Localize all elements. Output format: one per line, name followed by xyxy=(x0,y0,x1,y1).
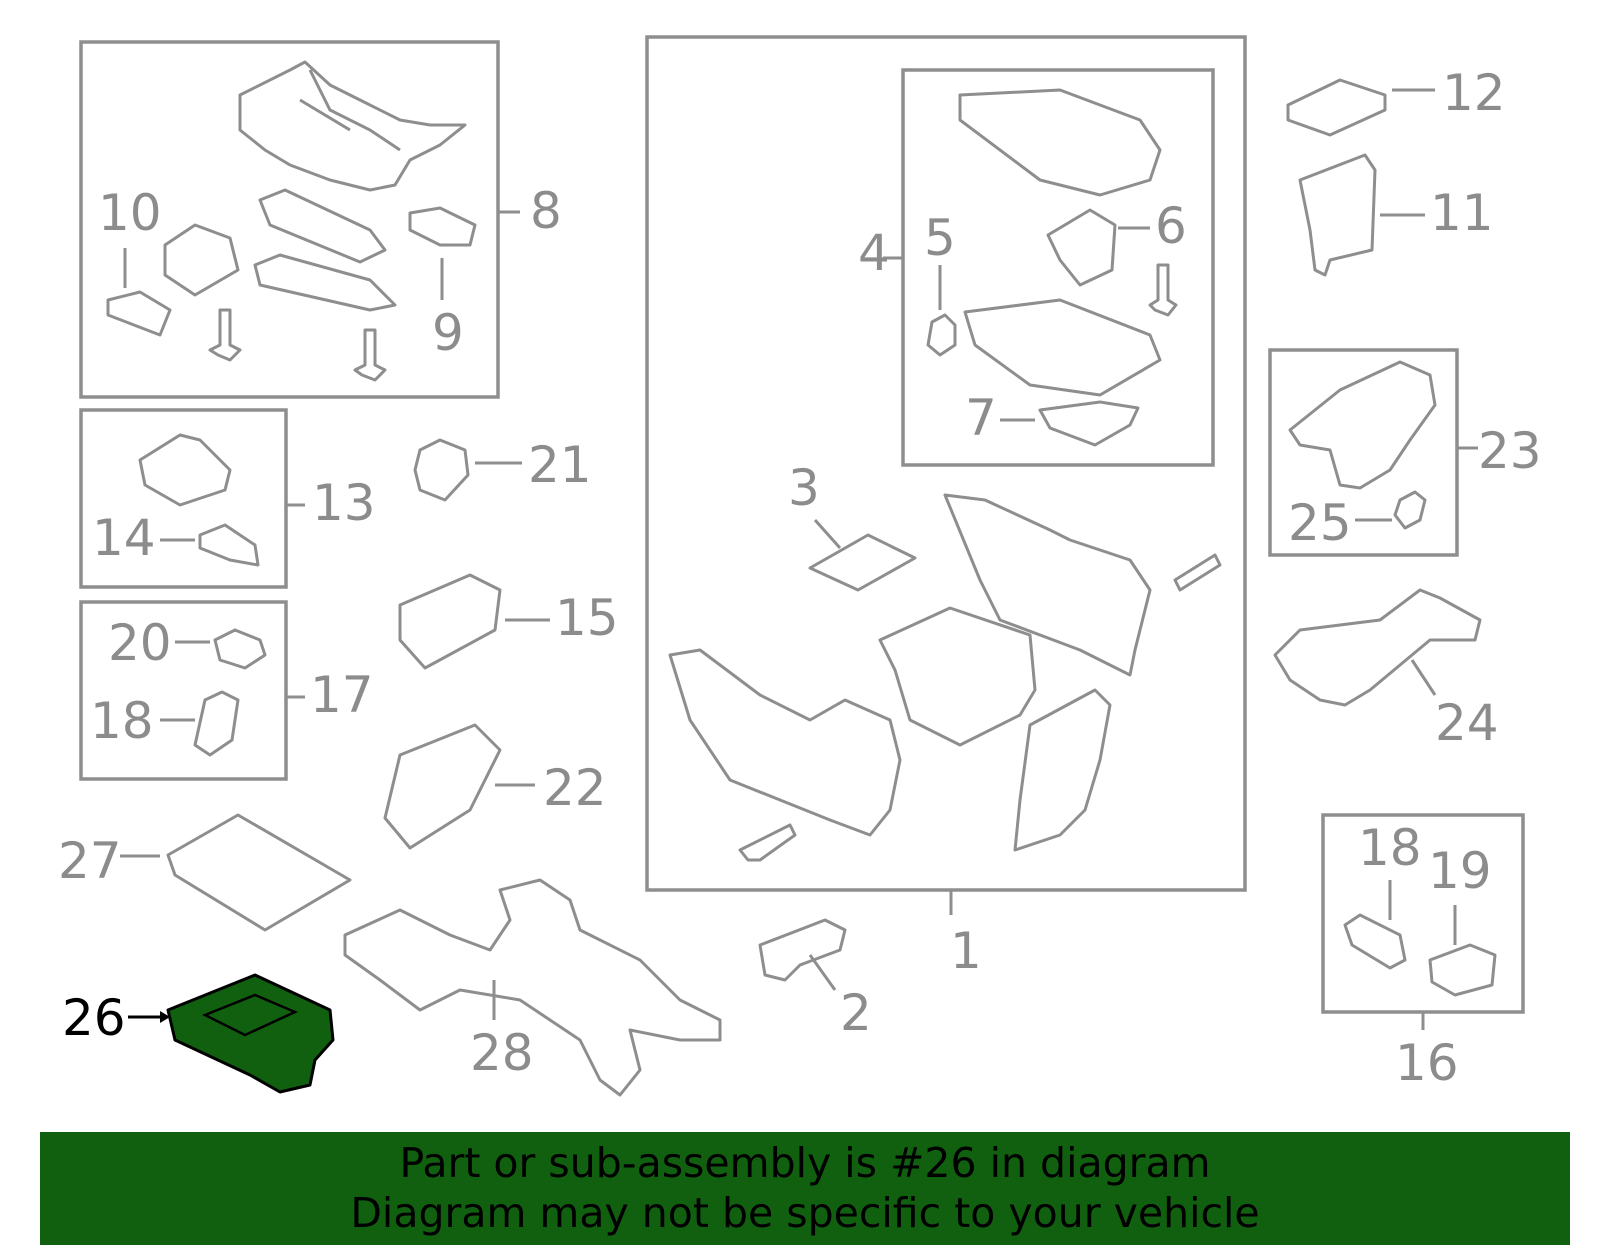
callout-9: 9 xyxy=(432,304,464,362)
group-box-13 xyxy=(79,408,288,589)
part-19-cover xyxy=(1428,943,1497,997)
callout-22: 22 xyxy=(543,759,607,817)
group-box-1 xyxy=(645,35,1247,892)
callout-13: 13 xyxy=(312,474,376,532)
group-box-17 xyxy=(79,600,288,781)
callout-6: 6 xyxy=(1155,197,1187,255)
screw-1b xyxy=(738,823,797,862)
callout-7: 7 xyxy=(965,389,997,447)
cupholder-bezel xyxy=(238,60,467,192)
screw-8a xyxy=(208,308,242,362)
callout-19: 19 xyxy=(1428,842,1492,900)
callout-2: 2 xyxy=(840,984,872,1042)
callout-18-left: 18 xyxy=(90,692,154,750)
console-assembly-group xyxy=(645,35,1247,915)
callout-4: 4 xyxy=(858,224,890,282)
part-10-clip xyxy=(106,290,172,337)
callout-20: 20 xyxy=(108,614,172,672)
callout-5: 5 xyxy=(924,209,956,267)
group-box-4 xyxy=(901,68,1215,467)
part-9-bracket xyxy=(408,206,477,247)
part-25-clip xyxy=(1393,490,1427,530)
console-rear-panel xyxy=(1013,688,1112,852)
screw-4 xyxy=(1148,263,1178,317)
power-outlet-group xyxy=(79,600,305,781)
part-14-clip xyxy=(198,523,260,567)
part-5-bumper xyxy=(926,313,957,357)
callout-24: 24 xyxy=(1435,694,1499,752)
callout-10: 10 xyxy=(98,184,162,242)
part-21-switch xyxy=(413,438,470,502)
callout-26: 26 xyxy=(62,989,126,1047)
console-side-panel-right xyxy=(943,493,1152,677)
callout-25: 25 xyxy=(1288,494,1352,552)
callout-27: 27 xyxy=(58,832,122,890)
callout-14: 14 xyxy=(92,509,156,567)
callout-15: 15 xyxy=(555,589,619,647)
callout-28: 28 xyxy=(470,1024,534,1082)
part-11-panel xyxy=(1298,153,1377,277)
callout-18-right: 18 xyxy=(1358,819,1422,877)
part-7-pad xyxy=(1038,400,1140,447)
shifter-knob xyxy=(138,433,232,507)
trim-panel-upper xyxy=(258,188,387,264)
trim-panel-lower xyxy=(253,253,397,312)
usb-port-group xyxy=(1321,813,1525,1030)
banner-line-1: Part or sub-assembly is #26 in diagram xyxy=(399,1139,1211,1187)
banner-line-2: Diagram may not be specific to your vehi… xyxy=(350,1189,1260,1237)
part-15-panel xyxy=(398,573,502,670)
screw-8b xyxy=(353,328,387,382)
part-27-mat xyxy=(166,813,352,932)
part-3-pad xyxy=(808,533,917,592)
callout-11: 11 xyxy=(1430,184,1494,242)
part-26-module-highlighted xyxy=(128,973,335,1094)
callout-8: 8 xyxy=(530,182,562,240)
part-6-latch xyxy=(1046,208,1117,287)
callout-12: 12 xyxy=(1442,64,1506,122)
shifter-group xyxy=(79,408,305,589)
parking-brake-group xyxy=(1268,348,1478,557)
info-banner: Part or sub-assembly is #26 in diagram D… xyxy=(40,1132,1570,1245)
lid-inner-panel xyxy=(963,298,1162,397)
part-18-usb xyxy=(1343,913,1407,970)
part-12-mat xyxy=(1286,78,1387,137)
part-28-bracket xyxy=(343,878,722,1097)
part-24-duct xyxy=(1273,588,1482,707)
part-10-insert xyxy=(163,223,240,297)
screw-1a xyxy=(1173,553,1222,592)
storage-bin xyxy=(878,606,1037,747)
callout-21: 21 xyxy=(528,436,592,494)
cupholder-assembly-group xyxy=(79,40,520,399)
group-box-8 xyxy=(79,40,500,399)
part-20-cap xyxy=(213,628,267,670)
group-box-23 xyxy=(1268,348,1459,557)
parking-brake-lever xyxy=(1288,360,1437,490)
part-22-bin xyxy=(383,723,502,850)
part-2-clip xyxy=(758,918,847,982)
callout-1: 1 xyxy=(950,922,982,980)
callout-23: 23 xyxy=(1478,422,1542,480)
console-side-panel-left xyxy=(668,648,902,837)
part-18-socket xyxy=(193,690,240,757)
callout-17: 17 xyxy=(310,666,374,724)
callout-16: 16 xyxy=(1395,1034,1459,1092)
armrest-lid xyxy=(958,88,1162,197)
callout-3: 3 xyxy=(788,459,820,517)
